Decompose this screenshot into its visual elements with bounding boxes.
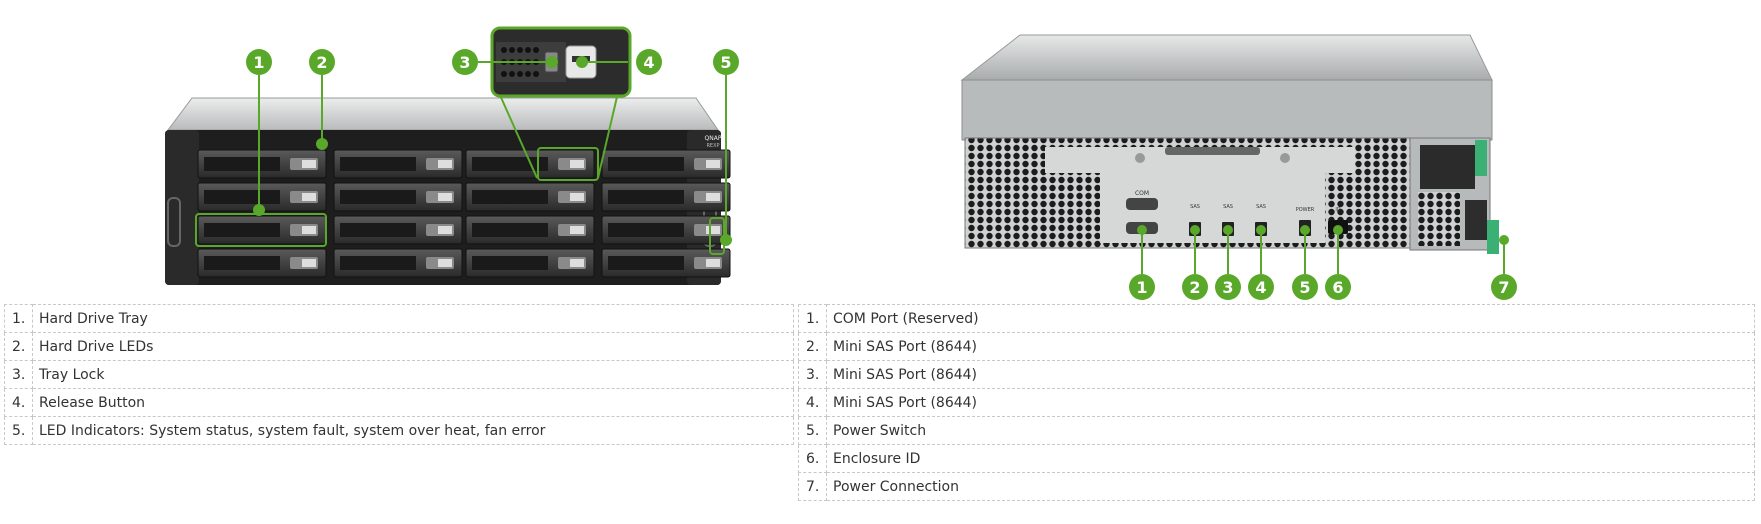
rear-legend-row: 1.COM Port (Reserved) [798, 304, 1755, 333]
front-callout-1: 1 [246, 49, 272, 75]
legend-number: 5. [4, 416, 33, 445]
front-callout-3: 3 [452, 49, 478, 75]
front-legend-row: 1.Hard Drive Tray [4, 304, 794, 333]
front-legend-row: 3.Tray Lock [4, 360, 794, 389]
rear-legend-row: 2.Mini SAS Port (8644) [798, 332, 1755, 361]
rear-chassis-top [960, 34, 1493, 81]
legend-label: Hard Drive Tray [32, 304, 794, 333]
svg-text:POWER: POWER [1296, 207, 1315, 213]
legend-number: 3. [798, 360, 827, 389]
front-legend-row: 2.Hard Drive LEDs [4, 332, 794, 361]
front-callout-2: 2 [309, 49, 335, 75]
drive-tray [465, 215, 595, 245]
drive-tray [333, 149, 463, 179]
svg-text:4: 4 [643, 53, 654, 72]
svg-text:5: 5 [1299, 278, 1310, 297]
svg-text:2: 2 [316, 53, 327, 72]
svg-text:SAS: SAS [1256, 204, 1266, 210]
drive-tray [601, 248, 731, 278]
svg-text:5: 5 [720, 53, 731, 72]
drive-tray [465, 182, 595, 212]
svg-text:2: 2 [1189, 278, 1200, 297]
legend-number: 4. [4, 388, 33, 417]
svg-text:3: 3 [1222, 278, 1233, 297]
rear-callout-3: 3 [1215, 274, 1241, 300]
drive-tray [197, 149, 327, 179]
legend-number: 6. [798, 444, 827, 473]
drive-tray [197, 248, 327, 278]
svg-text:1: 1 [1136, 278, 1147, 297]
left-rack-handle [167, 197, 181, 247]
rear-legend-row: 6.Enclosure ID [798, 444, 1755, 473]
svg-text:7: 7 [1498, 278, 1509, 297]
legend-number: 3. [4, 360, 33, 389]
legend-number: 4. [798, 388, 827, 417]
drive-tray-grid [197, 149, 731, 278]
rear-upper-panel [961, 79, 1493, 141]
front-legend-row: 5.LED Indicators: System status, system … [4, 416, 794, 445]
legend-label: Mini SAS Port (8644) [826, 332, 1755, 361]
front-view-diagram: QNAP REXP 1 2 3 4 5 [165, 26, 739, 285]
legend-label: LED Indicators: System status, system fa… [32, 416, 794, 445]
svg-text:6: 6 [1332, 278, 1343, 297]
legend-number: 7. [798, 472, 827, 501]
legend-label: Mini SAS Port (8644) [826, 388, 1755, 417]
legend-label: Power Switch [826, 416, 1755, 445]
drive-tray [197, 215, 327, 245]
drive-tray [333, 215, 463, 245]
front-callout-4: 4 [636, 49, 662, 75]
front-callout-5: 5 [713, 49, 739, 75]
legend-label: Power Connection [826, 472, 1755, 501]
legend-number: 5. [798, 416, 827, 445]
brand-logo: QNAP [705, 135, 722, 142]
legend-number: 2. [4, 332, 33, 361]
front-chassis-top [167, 97, 719, 131]
rear-callout-5: 5 [1292, 274, 1318, 300]
rear-legend-row: 3.Mini SAS Port (8644) [798, 360, 1755, 389]
drive-tray [601, 182, 731, 212]
legend-label: Mini SAS Port (8644) [826, 360, 1755, 389]
psu-latch-upper [1475, 140, 1487, 176]
legend-label: Release Button [32, 388, 794, 417]
legend-label: Tray Lock [32, 360, 794, 389]
rear-callout-7: 7 [1491, 274, 1517, 300]
legend-number: 2. [798, 332, 827, 361]
psu-latch-lower [1487, 220, 1499, 254]
rear-legend-table: 1.COM Port (Reserved)2.Mini SAS Port (86… [798, 304, 1755, 501]
highlight-tray-zoom [537, 147, 599, 181]
drive-tray [333, 182, 463, 212]
rear-view-diagram: COM SAS SAS SAS POWER ID 1 2 3 4 5 6 7 [960, 34, 1517, 300]
rear-legend-row: 5.Power Switch [798, 416, 1755, 445]
svg-text:1: 1 [253, 53, 264, 72]
rear-legend-row: 4.Mini SAS Port (8644) [798, 388, 1755, 417]
rear-callout-6: 6 [1325, 274, 1351, 300]
svg-text:3: 3 [459, 53, 470, 72]
drive-tray [465, 248, 595, 278]
front-legend-row: 4.Release Button [4, 388, 794, 417]
rear-callout-4: 4 [1248, 274, 1274, 300]
model-label: REXP [706, 143, 719, 149]
svg-text:SAS: SAS [1223, 204, 1233, 210]
drive-tray [601, 149, 731, 179]
com-port-top [1126, 198, 1158, 210]
legend-label: Enclosure ID [826, 444, 1755, 473]
svg-text:SAS: SAS [1190, 204, 1200, 210]
drive-tray [197, 182, 327, 212]
svg-text:ID: ID [1335, 207, 1340, 213]
rear-callout-2: 2 [1182, 274, 1208, 300]
legend-number: 1. [4, 304, 33, 333]
legend-label: COM Port (Reserved) [826, 304, 1755, 333]
svg-text:COM: COM [1135, 190, 1149, 197]
legend-label: Hard Drive LEDs [32, 332, 794, 361]
svg-text:4: 4 [1255, 278, 1266, 297]
drive-tray [333, 248, 463, 278]
rear-callout-1: 1 [1129, 274, 1155, 300]
legend-number: 1. [798, 304, 827, 333]
rear-legend-row: 7.Power Connection [798, 472, 1755, 501]
drive-tray [601, 215, 731, 245]
